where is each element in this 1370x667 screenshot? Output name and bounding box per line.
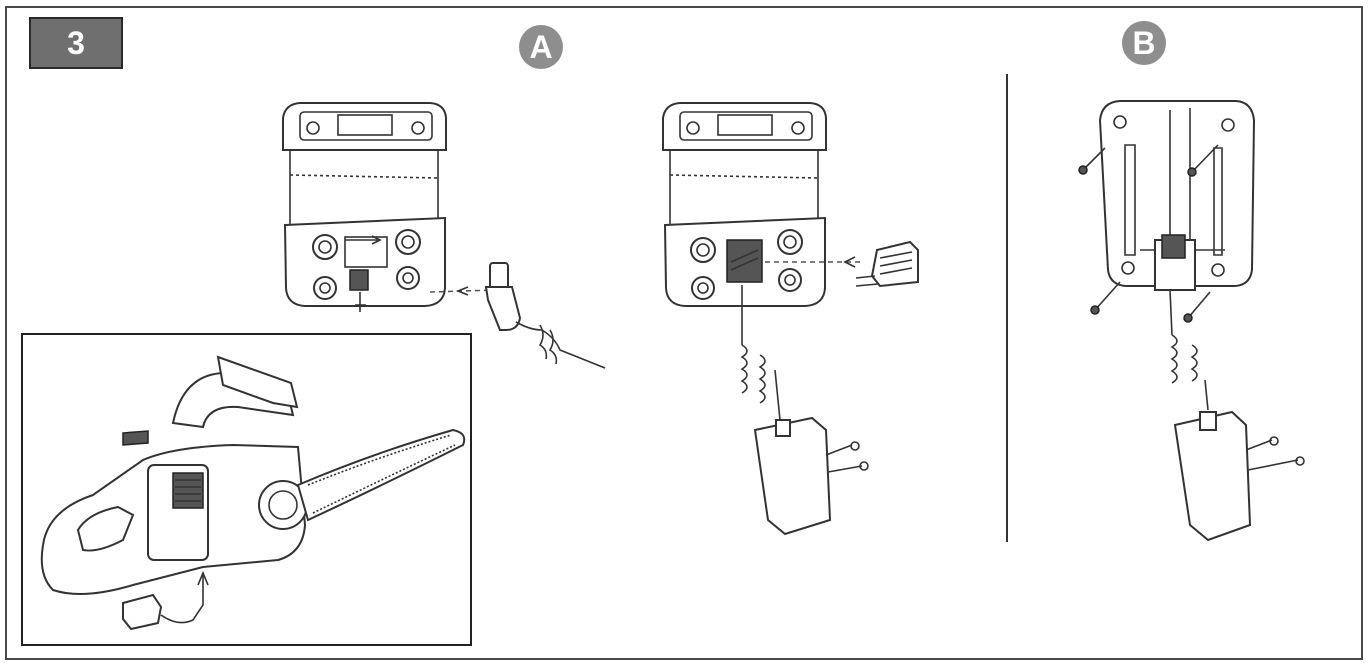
power-adapter-b	[1169, 289, 1305, 542]
chainsaw-illustration	[40, 355, 466, 631]
step-number: 3	[67, 25, 85, 61]
wall-mount-illustration-1	[282, 102, 447, 312]
step-number-box: 3	[29, 17, 123, 69]
section-b-label: B	[1132, 25, 1156, 61]
guide-line-a1	[429, 289, 496, 293]
dc-plug-illustration	[484, 262, 606, 369]
wall-mount-illustration-2	[662, 102, 827, 345]
section-b-badge: B	[1122, 21, 1166, 65]
arrow-a2	[843, 256, 856, 268]
section-a-label: A	[529, 29, 553, 65]
wall-mount-illustration-b	[1098, 100, 1256, 291]
screw-icons	[1078, 144, 1219, 323]
section-divider	[1006, 74, 1008, 542]
chainsaw-inset	[21, 333, 472, 646]
section-a-badge: A	[519, 25, 563, 69]
connector-illustration	[855, 240, 919, 288]
power-adapter-a	[740, 344, 869, 536]
arrow-a1	[455, 286, 469, 296]
figure-frame	[5, 6, 1363, 660]
